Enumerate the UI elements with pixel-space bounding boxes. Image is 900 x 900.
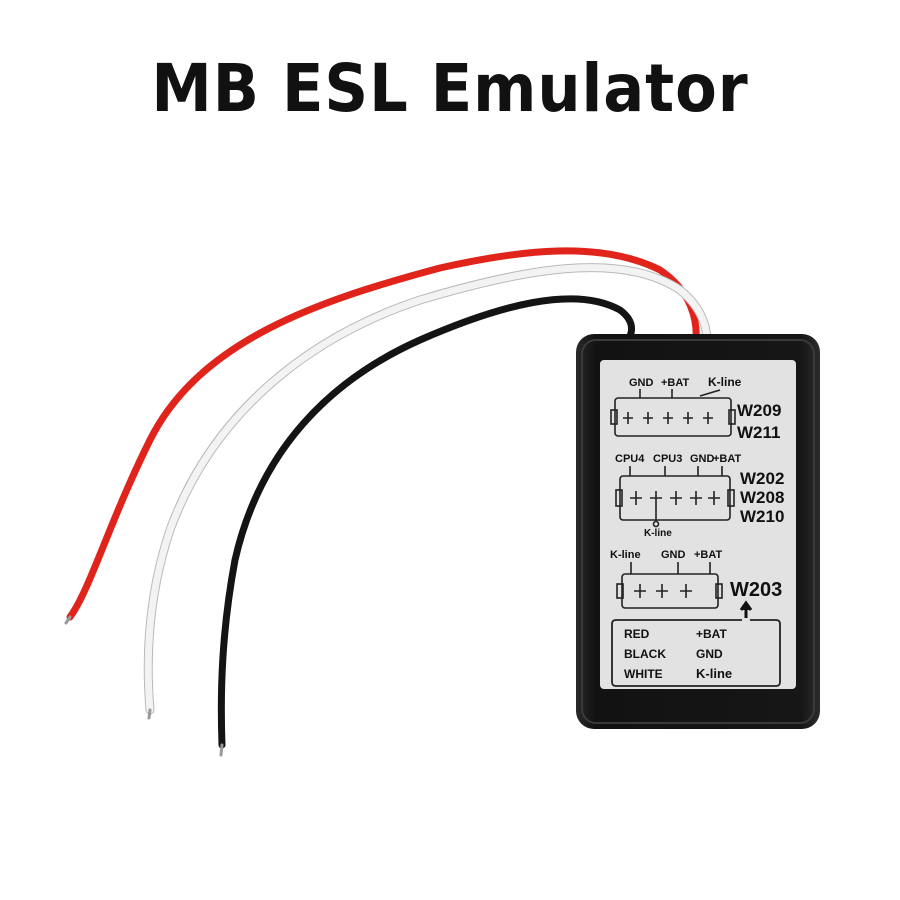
legend-color: BLACK [624,647,666,661]
legend-color: WHITE [624,667,663,681]
model-label: W202 [740,469,784,488]
red-wire [66,247,700,621]
arrow-up-icon [739,600,753,618]
white-wire-core [144,264,711,714]
pin-label: K-line [708,375,742,389]
pin-label: K-line [644,528,672,539]
pin-label: CPU4 [615,453,645,465]
page-title: MB ESL Emulator [151,50,749,127]
model-label: W209 [737,401,781,420]
connector-diagram [610,389,736,437]
connector-diagram [615,466,735,528]
connector-diagram [616,562,723,609]
model-label: W208 [740,488,784,507]
pin-label: GND [661,549,686,561]
connector-block-w203: K-line GND +BAT W203 [610,549,782,618]
model-label: W210 [740,507,784,526]
black-wire-tip [219,743,224,757]
pin-label: K-line [610,549,641,561]
legend-signal: +BAT [696,627,727,641]
wire-legend: RED BLACK WHITE +BAT GND K-line [611,619,781,687]
connector-block-w209-w211: GND +BAT K-line W209 W211 [610,375,781,442]
legend-signal: K-line [696,666,732,681]
wires [64,247,712,757]
model-label: W211 [737,423,780,442]
pin-label: +BAT [713,453,741,465]
pin-label: GND [629,377,654,389]
white-wire-tip [147,708,152,720]
connector-block-w202-w208-w210: CPU4 CPU3 GND +BAT K-line W202 W208 W210 [615,453,784,539]
pin-label: +BAT [694,549,722,561]
legend-color: RED [624,627,650,641]
pin-label: +BAT [661,377,689,389]
black-wire [217,295,635,749]
red-wire-tip [64,615,72,625]
legend-signal: GND [696,647,723,661]
pin-label: GND [690,453,715,465]
model-label: W203 [730,579,782,601]
pin-label: CPU3 [653,453,682,465]
